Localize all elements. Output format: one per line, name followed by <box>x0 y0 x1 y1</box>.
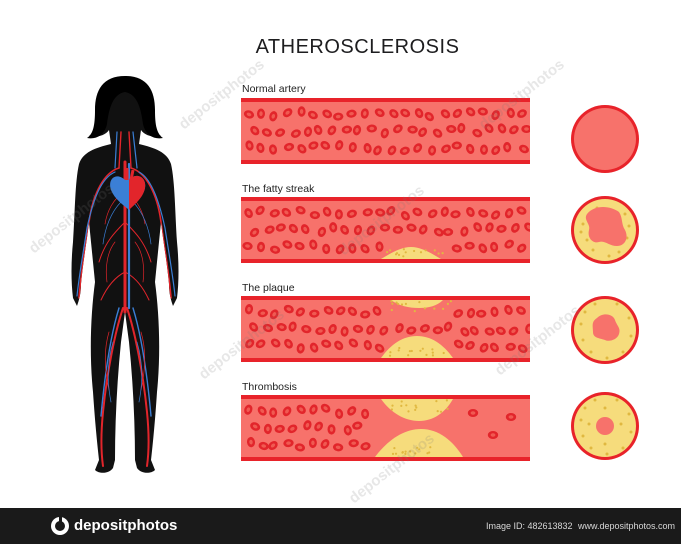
plaque-texture-dot <box>418 448 420 450</box>
plaque-texture-dot <box>407 410 409 412</box>
red-blood-cell <box>380 224 390 232</box>
plaque-texture-dot <box>416 447 418 449</box>
plaque-texture-dot <box>405 404 407 406</box>
plaque-texture-dot <box>420 251 422 253</box>
plaque-texture-dot <box>414 310 416 312</box>
red-blood-cell <box>468 409 478 417</box>
plaque-texture-dot <box>429 446 431 448</box>
artery-section-normal <box>241 98 530 164</box>
red-blood-cell <box>488 431 498 439</box>
plaque-texture-dot <box>442 308 444 310</box>
image-id: Image ID: 482613832 <box>486 521 573 531</box>
plaque-texture-dot <box>391 405 393 407</box>
plaque-texture-dot <box>405 451 407 453</box>
plaque-texture-dot <box>395 453 397 455</box>
plaque-texture-dot <box>409 350 411 352</box>
plaque-texture-dot <box>409 450 411 452</box>
plaque-texture-dot <box>407 354 409 356</box>
plaque-texture-dot <box>419 350 421 352</box>
human-figure <box>55 72 195 482</box>
plaque-texture-dot <box>393 447 395 449</box>
plaque-texture-dot <box>425 249 427 251</box>
plaque-texture-dot <box>401 400 403 402</box>
plaque-texture-dot <box>447 303 449 305</box>
plaque-texture-dot <box>435 400 437 402</box>
plaque-texture-dot <box>414 452 416 454</box>
plaque-texture-dot <box>389 355 391 357</box>
plaque-texture-dot <box>405 251 407 253</box>
plaque-texture-dot <box>397 303 399 305</box>
footer-bar: depositphotos Image ID: 482613832 www.de… <box>0 508 681 544</box>
cross-section-normal <box>569 103 641 175</box>
plaque-texture-dot <box>401 303 403 305</box>
plaque-texture-dot <box>411 350 413 352</box>
plaque-texture-dot <box>424 307 426 309</box>
plaque-texture-dot <box>442 252 444 254</box>
site-url[interactable]: www.depositphotos.com <box>578 521 675 531</box>
red-blood-cell <box>480 145 488 155</box>
plaque-texture-dot <box>440 411 442 413</box>
plaque-texture-dot <box>446 399 448 401</box>
cross-section-thrombosis <box>569 390 641 462</box>
stage-label-plaque: The plaque <box>242 282 295 294</box>
plaque-texture-dot <box>415 405 417 407</box>
plaque-texture-dot <box>398 347 400 349</box>
plaque-texture-dot <box>413 250 415 252</box>
plaque-texture-dot <box>433 308 435 310</box>
plaque-texture-dot <box>400 405 402 407</box>
plaque-texture-dot <box>428 451 430 453</box>
brand-name: depositphotos <box>74 517 177 534</box>
plaque-texture-dot <box>401 452 403 454</box>
plaque-texture-dot <box>391 309 393 311</box>
cross-section-fatty-streak <box>569 194 641 266</box>
plaque-texture-dot <box>398 349 400 351</box>
plaque-texture-dot <box>405 303 407 305</box>
plaque-texture-dot <box>391 303 393 305</box>
artery-section-thrombosis <box>241 395 530 461</box>
plaque-texture-dot <box>386 251 388 253</box>
red-blood-cell <box>464 242 474 250</box>
artery-section-plaque <box>241 296 530 362</box>
plaque-texture-dot <box>392 453 394 455</box>
stage-label-thrombosis: Thrombosis <box>242 381 297 393</box>
depositphotos-logo-icon <box>50 516 70 536</box>
plaque-texture-dot <box>414 409 416 411</box>
cross-section-plaque <box>569 294 641 366</box>
plaque-texture-dot <box>403 248 405 250</box>
artery-section-fatty-streak <box>241 197 530 263</box>
plaque-texture-dot <box>422 348 424 350</box>
plaque-texture-dot <box>434 249 436 251</box>
plaque-texture-dot <box>431 348 433 350</box>
plaque-texture-dot <box>389 249 391 251</box>
plaque-texture-dot <box>432 354 434 356</box>
plaque-texture-dot <box>402 255 404 257</box>
plaque-texture-dot <box>404 453 406 455</box>
plaque-texture-dot <box>425 354 427 356</box>
plaque-texture-dot <box>398 254 400 256</box>
red-blood-cell <box>506 413 516 421</box>
plaque-texture-dot <box>437 410 439 412</box>
red-blood-cell <box>298 106 306 116</box>
plaque-texture-dot <box>432 352 434 354</box>
plaque-texture-dot <box>450 300 452 302</box>
plaque-texture-dot <box>447 408 449 410</box>
plaque-texture-dot <box>390 300 392 302</box>
plaque-texture-dot <box>395 253 397 255</box>
plaque-texture-dot <box>415 406 417 408</box>
page-title: ATHEROSCLEROSIS <box>0 36 681 59</box>
plaque-texture-dot <box>418 301 420 303</box>
plaque-texture-dot <box>389 351 391 353</box>
stage-label-normal-artery: Normal artery <box>242 83 306 95</box>
plaque-texture-dot <box>391 408 393 410</box>
stage-label-fatty-streak: The fatty streak <box>242 183 314 195</box>
plaque-texture-dot <box>443 352 445 354</box>
plaque-texture-dot <box>438 252 440 254</box>
